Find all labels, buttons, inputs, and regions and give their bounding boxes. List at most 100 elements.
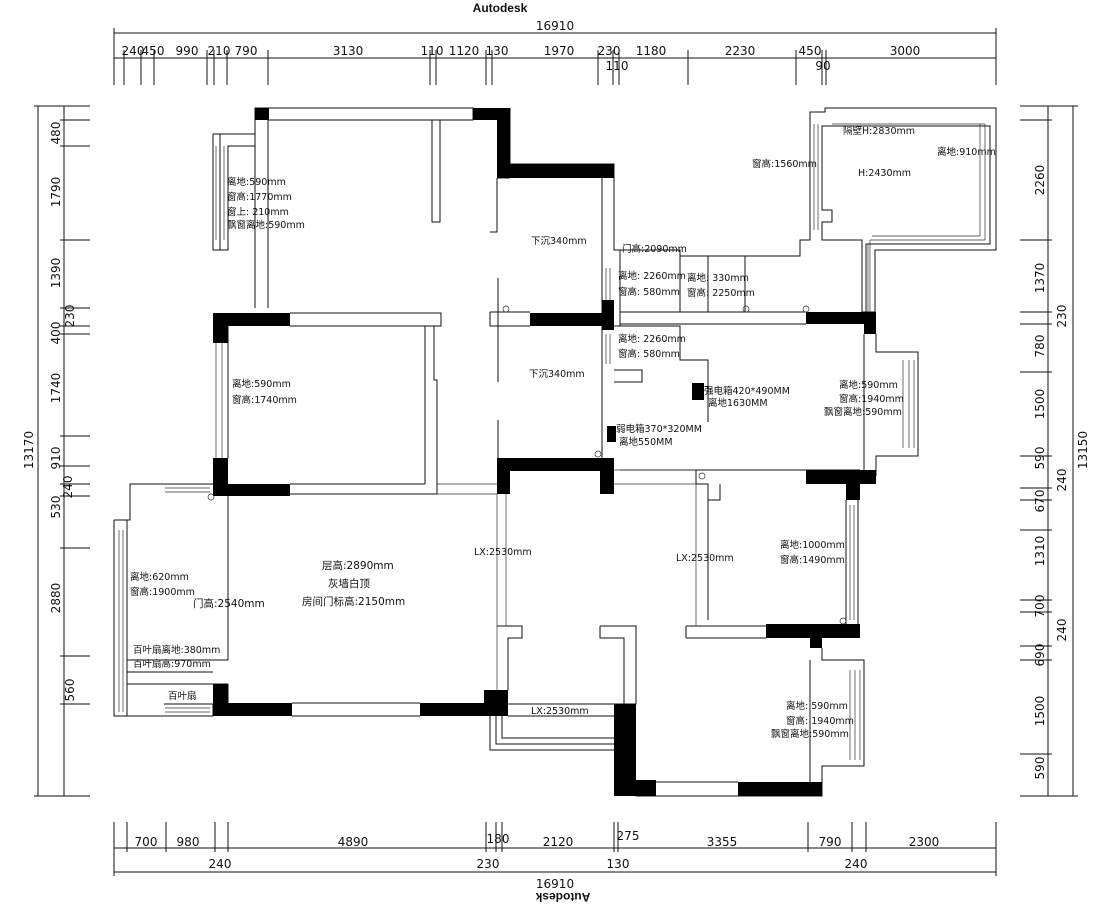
note-louver-sill: 百叶扇离地:380mm	[133, 644, 220, 656]
dim-left-10: 560	[63, 679, 77, 702]
brand-label-top: Autodesk	[473, 1, 528, 15]
note-room-door-height: 房间门标高:2150mm	[302, 595, 405, 608]
dim-top-5: 3130	[333, 44, 364, 58]
dim-bottom-6: 3355	[707, 835, 738, 849]
dim-left-6: 910	[49, 447, 63, 470]
dim-top-12: 1180	[636, 44, 667, 58]
dim-bottom-row2-1: 230	[477, 857, 500, 871]
note-e3-sill: 离地: 590mm	[786, 700, 848, 712]
dim-bottom-3: 180	[487, 832, 510, 846]
dim-top-15: 90	[815, 59, 830, 73]
dim-left-4: 400	[49, 322, 63, 345]
note-partition-height: 隔壁H:2830mm	[843, 125, 915, 137]
dim-left-8: 530	[49, 496, 63, 519]
overall-width-bottom: 16910	[536, 877, 574, 891]
dim-bottom-4: 2120	[543, 835, 574, 849]
dim-top-2: 990	[176, 44, 199, 58]
dim-bottom-0: 700	[135, 835, 158, 849]
dim-bottom-2: 4890	[338, 835, 369, 849]
dim-bottom-1: 980	[177, 835, 200, 849]
dim-right-9: 700	[1033, 595, 1047, 618]
note-floor-height: 层高:2890mm	[322, 559, 394, 572]
note-c2-sill: 离地: 330mm	[687, 272, 749, 284]
dim-right-4: 1500	[1033, 389, 1047, 420]
dim-bottom-7: 790	[819, 835, 842, 849]
note-w1-top: 窗上: 210mm	[227, 206, 289, 218]
dim-top-9: 1970	[544, 44, 575, 58]
note-sunk-upper: 下沉340mm	[531, 236, 587, 247]
note-weak-sill: 离地550MM	[619, 436, 673, 448]
dim-right-1: 1370	[1033, 263, 1047, 294]
dim-top-8: 130	[486, 44, 509, 58]
note-c3-sill: 离地: 2260mm	[618, 333, 686, 345]
dim-top-1: 450	[142, 44, 165, 58]
annotations: 隔壁H:2830mm 离地:910mm 窗高:1560mm H:2430mm 离…	[130, 125, 996, 740]
note-lx-bottom: LX:2530mm	[531, 706, 589, 717]
note-w2-height: 窗高:1740mm	[232, 394, 297, 406]
right-dimension-chain	[1020, 105, 1078, 797]
note-height-2430: H:2430mm	[858, 168, 911, 179]
note-door-2540: 门高:2540mm	[193, 597, 265, 610]
left-dimension-chain	[34, 105, 90, 797]
dim-left-0: 480	[49, 122, 63, 145]
left-dimension-labels: 480 1790 1390 230 400 1740 910 240 530 2…	[49, 122, 77, 702]
dim-left-5: 1740	[49, 373, 63, 404]
overall-width-top: 16910	[536, 19, 574, 33]
dim-right-6: 240	[1055, 469, 1069, 492]
note-c2-height: 窗高: 2250mm	[687, 287, 755, 299]
dim-right-3: 780	[1033, 335, 1047, 358]
note-door-2090: 门高:2090mm	[622, 243, 687, 255]
note-weak-box: 弱电箱370*320MM	[616, 423, 702, 435]
top-dimension-chain	[113, 28, 997, 85]
note-c3-height: 窗高: 580mm	[618, 348, 680, 360]
note-w3-sill: 离地:620mm	[130, 571, 189, 583]
note-e3-bay: 飘窗离地:590mm	[771, 728, 849, 740]
note-e2-height: 窗高:1490mm	[780, 554, 845, 566]
note-e1-height: 窗高:1940mm	[839, 393, 904, 405]
note-w1-sill: 离地:590mm	[227, 176, 286, 188]
note-w3-height: 窗高:1900mm	[130, 586, 195, 598]
note-grey-wall-ceiling: 灰墙白顶	[328, 577, 370, 590]
dim-top-11: 110	[606, 59, 629, 73]
top-dimension-labels: 240 450 990 210 790 3130 110 1120 130 19…	[122, 44, 921, 73]
dim-left-1: 1790	[49, 177, 63, 208]
note-louver-height: 百叶扇高:970mm	[133, 658, 211, 670]
note-sill-910: 离地:910mm	[937, 146, 996, 158]
note-c1-height: 窗高: 580mm	[618, 286, 680, 298]
note-w2-sill: 离地:590mm	[232, 378, 291, 390]
overall-height-right: 13150	[1076, 431, 1090, 469]
dim-bottom-5: 275	[617, 829, 640, 843]
dim-left-3: 230	[63, 305, 77, 328]
note-sunk-lower: 下沉340mm	[529, 369, 585, 380]
dim-bottom-row2-3: 240	[845, 857, 868, 871]
dim-left-7: 240	[61, 476, 75, 499]
dim-top-13: 2230	[725, 44, 756, 58]
right-dimension-labels: 2260 1370 230 780 1500 590 240 670 1310 …	[1033, 165, 1069, 780]
note-w1-bay: 飘窗离地:590mm	[227, 219, 305, 231]
dim-right-7: 670	[1033, 490, 1047, 513]
dim-top-4: 790	[235, 44, 258, 58]
dim-right-11: 690	[1033, 644, 1047, 667]
overall-height-left: 13170	[22, 431, 36, 469]
dim-right-8: 1310	[1033, 536, 1047, 567]
dim-right-13: 590	[1033, 757, 1047, 780]
note-strong-box: 强电箱420*490MM	[704, 385, 790, 397]
dim-left-2: 1390	[49, 258, 63, 289]
dim-top-10: 230	[598, 44, 621, 58]
dim-left-9: 2880	[49, 583, 63, 614]
note-e2-sill: 离地:1000mm	[780, 539, 845, 551]
note-louver: 百叶扇	[168, 690, 197, 702]
window-lines	[118, 123, 986, 760]
dim-right-5: 590	[1033, 447, 1047, 470]
dim-right-10: 240	[1055, 619, 1069, 642]
note-window-1560: 窗高:1560mm	[752, 158, 817, 170]
dim-top-7: 1120	[449, 44, 480, 58]
dim-right-2: 230	[1055, 305, 1069, 328]
dim-top-16: 3000	[890, 44, 921, 58]
bottom-dimension-labels: 700 980 4890 180 2120 275 3355 790 2300 …	[135, 829, 940, 871]
brand-label-bottom: Autodesk	[535, 890, 590, 904]
note-e3-height: 窗高: 1940mm	[786, 715, 854, 727]
note-c1-sill: 离地: 2260mm	[618, 270, 686, 282]
structural-columns	[213, 108, 876, 796]
